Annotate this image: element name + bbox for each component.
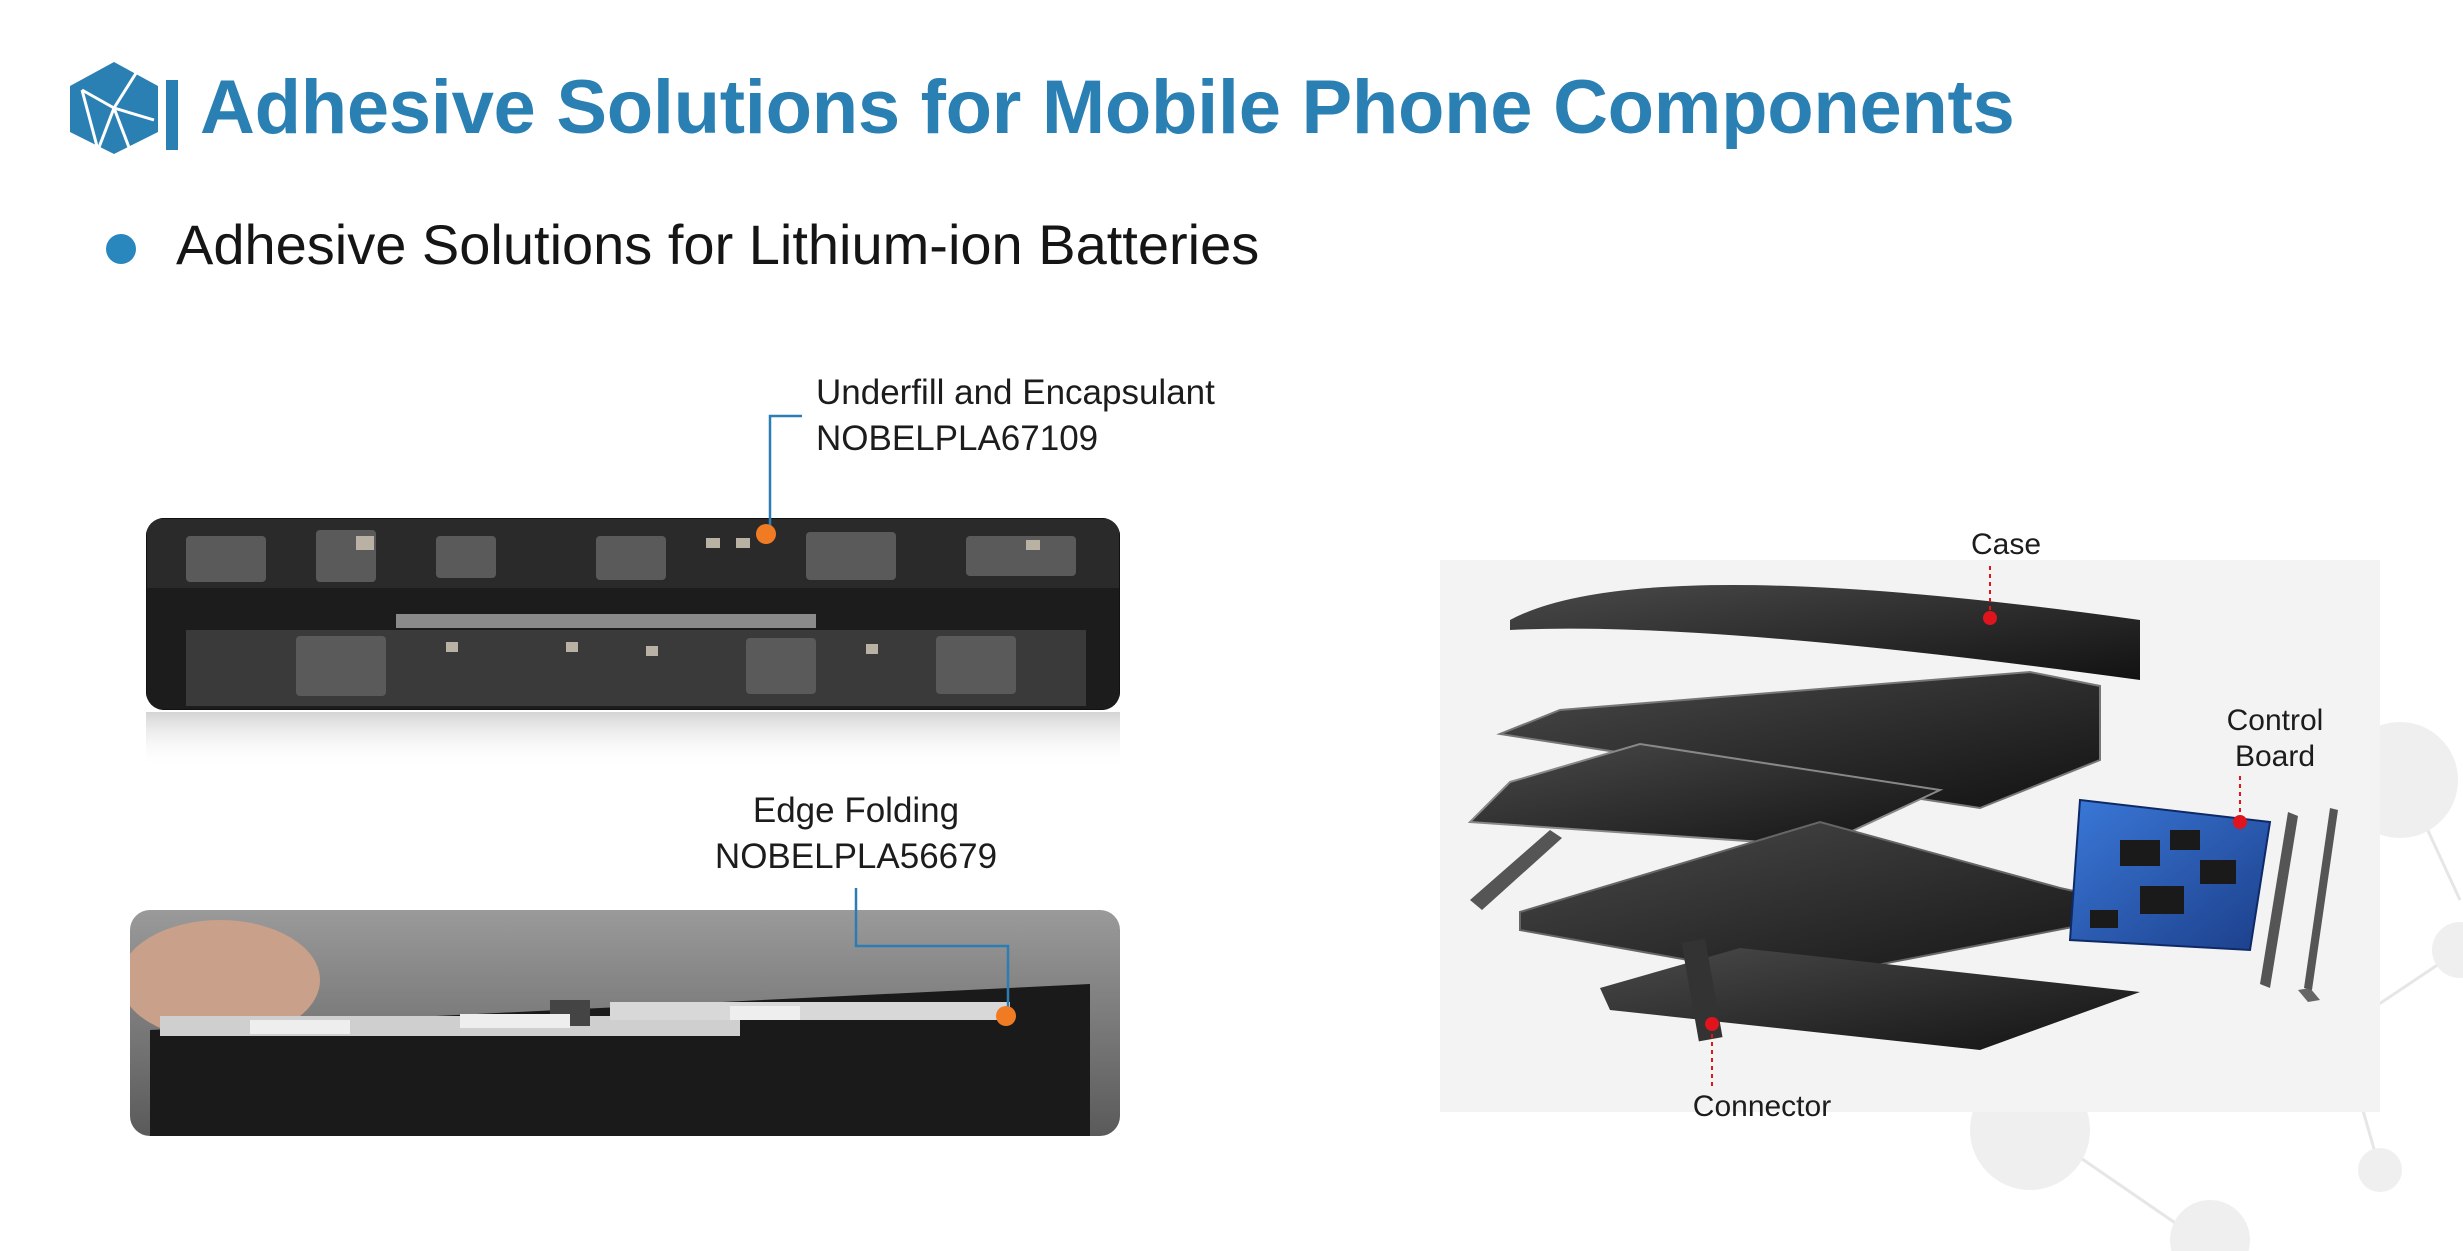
pcb-photo-reflection	[146, 712, 1120, 768]
section-subtitle: Adhesive Solutions for Lithium-ion Batte…	[176, 213, 1260, 276]
control-board-label-line1: Control	[2226, 704, 2324, 737]
edge-folding-callout-product: NOBELPLA56679	[714, 837, 998, 876]
battery-exploded-diagram	[1440, 560, 2380, 1112]
title-accent-bar	[166, 80, 178, 150]
page-title: Adhesive Solutions for Mobile Phone Comp…	[200, 65, 2015, 150]
underfill-callout-title: Underfill and Encapsulant	[816, 373, 1215, 412]
edge-folding-callout: Edge Folding NOBELPLA56679	[712, 788, 1000, 880]
bullet-dot	[106, 234, 136, 264]
underfill-leader-line	[768, 414, 802, 532]
edge-folding-callout-title: Edge Folding	[752, 791, 960, 830]
underfill-callout-product: NOBELPLA67109	[816, 419, 1099, 458]
case-label: Case	[1970, 528, 2042, 561]
control-board-label-line2: Board	[2234, 740, 2316, 773]
company-logo-icon	[70, 62, 158, 154]
control-board-label: Control Board	[2210, 703, 2340, 775]
underfill-callout: Underfill and Encapsulant NOBELPLA67109	[816, 370, 1215, 462]
battery-edge-folding-photo	[130, 910, 1120, 1136]
pcb-encapsulant-photo	[146, 518, 1120, 710]
connector-label: Connector	[1692, 1090, 1832, 1123]
